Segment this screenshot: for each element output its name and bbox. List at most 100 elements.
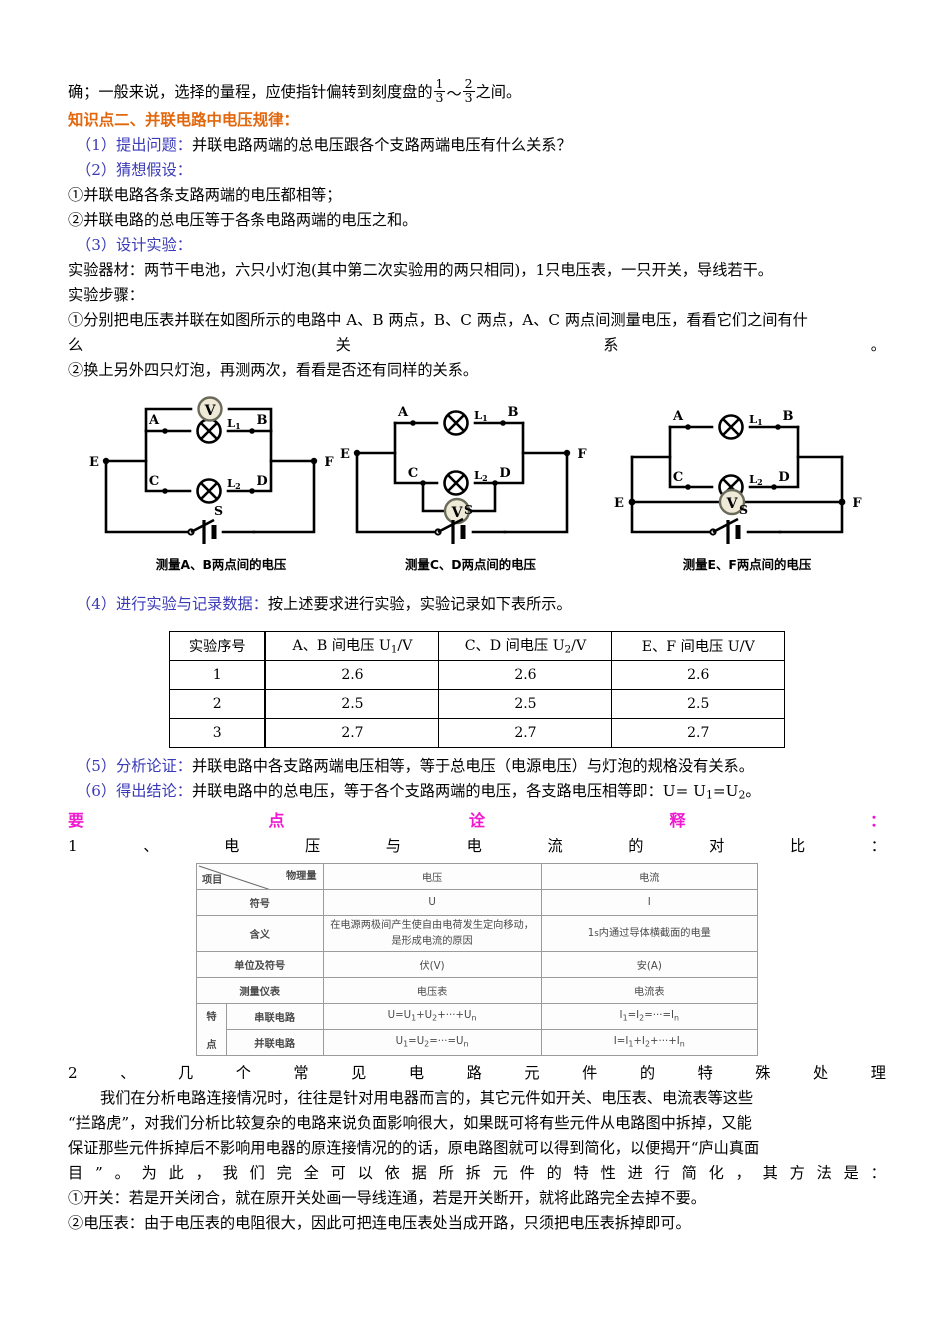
key-point-1-char-10: ：: [870, 837, 886, 856]
lamp-label-l1: L1: [474, 408, 488, 423]
circuit-1-nodes: [102, 427, 318, 494]
cmp-row-unit: 单位及符号 伏(V) 安(A): [196, 950, 759, 978]
procedure-1-line2: 么 关 系 。: [68, 333, 886, 358]
cmp-rowlabel-instrument: 测量仪表: [196, 976, 324, 1004]
spaced-char-21: 进: [627, 1163, 643, 1182]
cmp-rowlabel-symbol: 符号: [196, 889, 324, 917]
switch-label-s: S: [739, 502, 748, 517]
paragraph-line-2: “拦路虎”，对我们分析比较复杂的电路来说负面影响很大，如果既可将有些元件从电路图…: [68, 1113, 752, 1132]
cell-u: 2.6: [611, 659, 785, 690]
node-label-d: D: [778, 470, 789, 485]
tilde-symbol: ～: [446, 84, 462, 103]
spaced-char-18: 的: [546, 1163, 562, 1182]
circuit-3-caption: 测量E、F两点间的电压: [682, 556, 812, 572]
cell-u1: 2.7: [264, 717, 440, 748]
step-4: （4）进行实验与记录数据：按上述要求进行实验，实验记录如下表所示。: [68, 592, 886, 617]
intro-line-after: 之间。: [475, 83, 522, 101]
cmp-rowlabel-series: 串联电路: [225, 1002, 324, 1030]
switch-label-s: S: [214, 503, 223, 518]
cmp-instrument-current: 电流表: [540, 976, 759, 1004]
circuit-diagram-measure-cd: V A B C D: [333, 389, 608, 573]
table-header-row: 实验序号 A、B 间电压 U1/V C、D 间电压 U2/V E、F 间电压 U…: [169, 630, 785, 661]
cell-u: 2.7: [611, 717, 785, 748]
cmp-series-current-formula: I1=I2=···=In: [540, 1002, 759, 1030]
feature-char-top: 特: [206, 1011, 217, 1023]
procedure-2: ②换上另外四只灯泡，再测两次，看看是否还有同样的关系。: [68, 360, 479, 379]
key-point-2-char-1: 、: [120, 1063, 136, 1082]
spaced-char-23: 简: [681, 1163, 697, 1182]
comparison-table-wrap: 物理量 项目 电压 电流 符号 U I 含义 在电源两极间产生使自由电荷发生定向…: [68, 863, 886, 1056]
key-point-2-char-4: 常: [293, 1063, 309, 1082]
paragraph-line-1: 我们在分析电路连接情况时，往往是针对用电器而言的，其它元件如开关、电压表、电流表…: [100, 1088, 754, 1107]
step-6-text-c: 。: [745, 781, 761, 800]
lamp-l2-icon: [443, 469, 469, 496]
hypothesis-2: ②并联电路的总电压等于各条电路两端的电压之和。: [68, 210, 418, 229]
cmp-series-voltage-formula: U=U1+U2+···+Un: [322, 1002, 542, 1030]
corner-item-label: 项目: [202, 875, 223, 887]
header-cell-u2: C、D 间电压 U2/V: [438, 630, 613, 661]
cmp-unit-current: 安(A): [540, 950, 759, 978]
key-point-1-char-7: 的: [628, 837, 644, 856]
lamp-l2-icon: [196, 477, 222, 504]
spaced-char-1: ”: [95, 1163, 103, 1182]
experiment-data-table-wrap: 实验序号 A、B 间电压 U1/V C、D 间电压 U2/V E、F 间电压 U…: [68, 630, 886, 748]
circuit-diagram-measure-ef: V A B C D: [608, 389, 886, 573]
spaced-char-15: 拆: [465, 1163, 481, 1182]
step-5: （5）分析论证：并联电路中各支路两端电压相等，等于总电压（电源电压）与灯泡的规格…: [68, 754, 886, 779]
node-label-e: E: [614, 496, 624, 511]
header-cell-index: 实验序号: [169, 630, 267, 661]
node-label-c: C: [673, 470, 683, 485]
step-6-sub-2: 2: [738, 788, 746, 802]
lamp-label-l1: L1: [227, 416, 241, 431]
spaced-char-17: 件: [519, 1163, 535, 1182]
cmp-symbol-current: I: [540, 889, 759, 917]
step-6: （6）得出结论：并联电路中的总电压，等于各个支路两端的电压，各支路电压相等即：U…: [68, 779, 886, 808]
paragraph-line-3: 保证那些元件拆掉后不影响用电器的原连接情况的的话，原电路图就可以得到简化，以便揭…: [68, 1138, 760, 1157]
key-point-1-char-5: 电: [466, 837, 482, 856]
spaced-char-7: 们: [249, 1163, 265, 1182]
key-point-1-char-1: 、: [143, 837, 159, 856]
node-label-c: C: [149, 474, 159, 489]
key-points-heading: 要 点 诠 释 ：: [68, 807, 886, 834]
circuit-2-svg: V A B C D: [340, 405, 587, 544]
spaced-char-0: 目: [68, 1163, 84, 1182]
spaced-char-27: 方: [789, 1163, 805, 1182]
cmp-symbol-voltage: U: [322, 889, 542, 917]
step-1-text: 并联电路两端的总电压跟各个支路两端电压有什么关系？: [191, 135, 572, 154]
svg-text:V: V: [726, 496, 739, 512]
key-point-2-char-7: 路: [466, 1063, 482, 1082]
cell-u1: 2.6: [264, 659, 440, 690]
spaced-char-20: 性: [600, 1163, 616, 1182]
spaced-char-8: 完: [276, 1163, 292, 1182]
procedure-title: 实验步骤：: [68, 285, 144, 304]
materials-line: 实验器材：两节干电池，六只小灯泡(其中第二次实验用的两只相同)，1只电压表，一只…: [68, 260, 773, 279]
key-points-heading-char-2: 诠: [468, 811, 485, 831]
spaced-char-22: 行: [654, 1163, 670, 1182]
key-point-2-char-9: 件: [582, 1063, 598, 1082]
key-points-heading-char-1: 点: [268, 811, 285, 831]
key-point-1-char-8: 对: [709, 837, 725, 856]
procedure-1-line1: ①分别把电压表并联在如图所示的电路中 A、B 两点，B、C 两点，A、C 两点间…: [68, 310, 808, 329]
voltmeter-icon: V: [197, 395, 223, 422]
cmp-rowlabel-meaning: 含义: [196, 915, 324, 952]
experiment-data-table: 实验序号 A、B 间电压 U1/V C、D 间电压 U2/V E、F 间电压 U…: [169, 630, 785, 748]
lamp-label-l2: L2: [474, 468, 488, 483]
voltmeter-icon: V: [718, 488, 746, 515]
node-label-f: F: [852, 496, 862, 511]
table-row: 2 2.5 2.5 2.5: [169, 688, 785, 719]
cell-index: 3: [169, 717, 267, 748]
step-1: （1）提出问题：并联电路两端的总电压跟各个支路两端电压有什么关系？: [68, 133, 886, 158]
spaced-char-19: 特: [573, 1163, 589, 1182]
header-cell-u1: A、B 间电压 U1/V: [264, 630, 440, 661]
cell-index: 1: [169, 659, 267, 690]
step-3: （3）设计实验：: [68, 233, 886, 258]
node-label-b: B: [783, 409, 794, 424]
cmp-feature-label-top: 特 点: [196, 1002, 227, 1056]
key-point-1-char-3: 压: [304, 837, 321, 856]
cmp-row-parallel: 并联电路 U1=U2=···=Un I=I1+I2+···+In: [197, 1028, 759, 1056]
key-points-heading-char-3: 释: [669, 811, 686, 831]
circuit-1-caption: 测量A、B两点间的电压: [155, 556, 287, 572]
